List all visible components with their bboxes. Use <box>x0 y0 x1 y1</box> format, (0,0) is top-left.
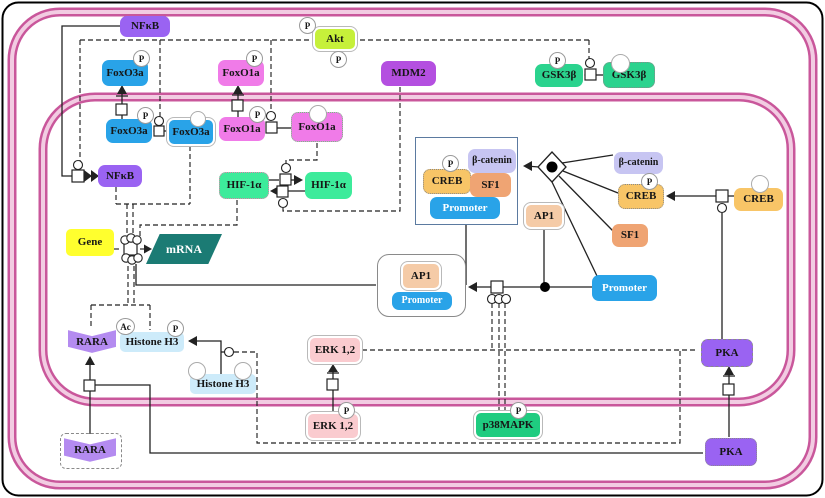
node-promoter-lower: Promoter <box>392 292 452 310</box>
node-hif1a-right: HIF-1α <box>305 172 352 199</box>
phospho-badge: P <box>249 106 266 123</box>
notch-circle <box>611 54 630 73</box>
phospho-badge: P <box>549 52 566 69</box>
notch-circle <box>309 105 327 123</box>
node-pka-nuclear: PKA <box>701 339 753 367</box>
phospho-badge: P <box>442 155 459 172</box>
node-promoter-right: Promoter <box>592 275 657 301</box>
node-mrna: mRNA <box>146 234 222 264</box>
node-nfkb-top: NFκB <box>120 16 170 37</box>
notch-circle <box>188 362 206 380</box>
node-rara-cyto: RARA <box>64 438 116 462</box>
notch-circle <box>190 111 206 127</box>
phospho-badge: P <box>167 320 184 337</box>
node-mdm2: MDM2 <box>381 61 436 86</box>
association-diamond <box>537 151 567 183</box>
catalysis-circles <box>72 57 728 358</box>
node-akt: Akt <box>313 27 357 51</box>
junction-dot <box>540 282 550 292</box>
phospho-badge: P <box>299 17 316 34</box>
rara-cyto-dashed-outline <box>60 433 122 469</box>
node-gsk3b-phospho: GSK3β <box>535 64 583 87</box>
import-chevron-1 <box>84 170 92 182</box>
node-beta-catenin: β-catenin <box>614 152 663 174</box>
node-creb-phospho: CREB <box>618 184 664 209</box>
process-squares <box>71 68 735 396</box>
notch-circle <box>751 175 769 193</box>
nuclear-membrane <box>38 92 796 407</box>
phospho-badge: P <box>330 51 347 68</box>
node-rara-nuclear: RARA <box>68 330 116 353</box>
node-erk12-nuclear: ERK 1,2 <box>308 336 362 364</box>
acetyl-badge: Ac <box>116 318 135 335</box>
phospho-badge: P <box>338 402 355 419</box>
node-ap1-upper: AP1 <box>524 203 564 229</box>
node-promoter-complex: Promoter <box>430 197 500 219</box>
node-nfkb-nuclear: NFκB <box>98 165 142 187</box>
node-ap1-lower: AP1 <box>401 262 441 290</box>
cell-membrane <box>7 7 818 490</box>
node-beta-catenin-complex: β-catenin <box>468 149 516 173</box>
node-pka-cyto: PKA <box>705 438 757 466</box>
phospho-badge: P <box>137 107 154 124</box>
notch-circle <box>234 362 252 380</box>
node-p38mapk: p38MAPK <box>474 411 542 439</box>
node-sf1: SF1 <box>612 224 648 247</box>
phospho-badge: P <box>246 50 263 67</box>
phospho-badge: P <box>641 173 658 190</box>
phospho-badge: P <box>133 50 150 67</box>
solid-links <box>61 25 734 454</box>
node-sf1-complex: SF1 <box>470 173 511 197</box>
import-chevron-2 <box>91 170 99 182</box>
node-creb-cyto: CREB <box>734 188 783 211</box>
node-histone-h3-upper: Histone H3 <box>120 332 184 352</box>
node-creb-complex: CREB <box>423 169 471 194</box>
node-gene: Gene <box>66 229 114 256</box>
node-hif1a-left: HIF-1α <box>219 172 269 199</box>
phospho-badge: P <box>510 402 527 419</box>
translocation-ticks <box>116 94 735 377</box>
dashed-links <box>79 39 697 444</box>
